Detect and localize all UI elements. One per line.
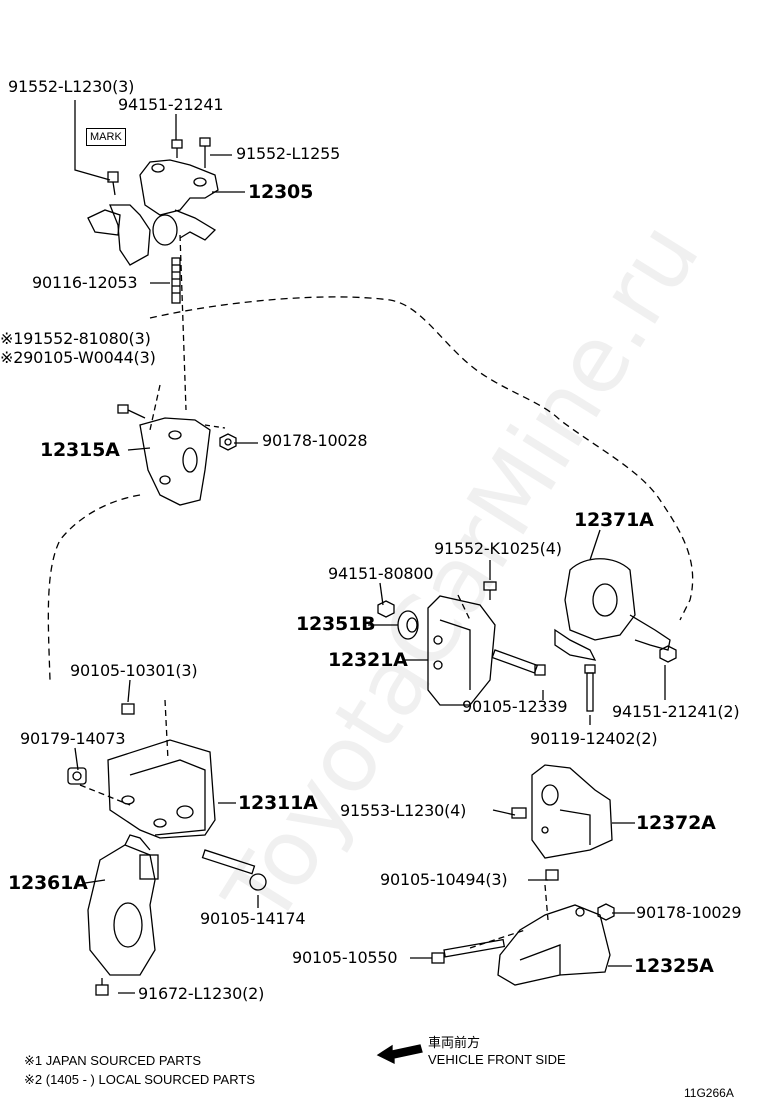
mount-12361A [87, 834, 159, 976]
bolt-top-2 [171, 139, 183, 158]
bolt-91553-L1230 [511, 807, 527, 819]
bracket-12321A [427, 595, 496, 706]
bracket-12372A [531, 764, 613, 859]
direction-en: VEHICLE FRONT SIDE [428, 1052, 566, 1067]
part-91672-L1230[interactable]: 91672-L1230(2) [138, 984, 265, 1003]
bracket-12311A [107, 739, 216, 839]
part-90105-10494[interactable]: 90105-10494(3) [380, 870, 508, 889]
bolt-94151-21241-2 [659, 645, 677, 663]
part-94151-21241[interactable]: 94151-21241 [118, 95, 224, 114]
note-japan-sourced: ※1 JAPAN SOURCED PARTS [24, 1053, 202, 1068]
mount-12371A [554, 558, 671, 661]
part-91552-L1255[interactable]: 91552-L1255 [236, 144, 341, 163]
part-12351B[interactable]: 12351B [296, 613, 376, 635]
part-90178-10028[interactable]: 90178-10028 [262, 431, 368, 450]
part-12371A[interactable]: 12371A [574, 509, 654, 531]
bolt-90105-10550 [431, 938, 506, 964]
bolt-12315 [117, 404, 146, 419]
note-local-sourced: ※2 (1405 - ) LOCAL SOURCED PARTS [24, 1072, 255, 1087]
part-90116-12053[interactable]: 90116-12053 [32, 273, 138, 292]
bolt-91552-K1025 [483, 581, 497, 600]
part-90105-10550[interactable]: 90105-10550 [292, 948, 398, 967]
part-90178-10029[interactable]: 90178-10029 [636, 903, 742, 922]
nut-94151-80800 [377, 600, 395, 618]
diagram-ref-code: 11G266A [684, 1086, 734, 1100]
bolt-90105-14174 [201, 849, 267, 891]
part-12372A[interactable]: 12372A [636, 812, 716, 834]
part-94151-80800[interactable]: 94151-80800 [328, 564, 434, 583]
part-12321A[interactable]: 12321A [328, 649, 408, 671]
nut-90178-10028 [219, 433, 237, 451]
part-91552-L1230[interactable]: 91552-L1230(3) [8, 77, 135, 96]
bolt-top-1 [107, 171, 119, 196]
part-90105-14174[interactable]: 90105-14174 [200, 909, 306, 928]
nut-90178-10029 [597, 903, 615, 921]
part-12361A[interactable]: 12361A [8, 872, 88, 894]
part-12315A[interactable]: 12315A [40, 439, 120, 461]
part-90105-W0044[interactable]: ※290105-W0044(3) [0, 348, 156, 367]
part-12325A[interactable]: 12325A [634, 955, 714, 977]
mount-12305 [87, 159, 219, 266]
engine-outline-left [47, 494, 141, 681]
part-90105-10301[interactable]: 90105-10301(3) [70, 661, 198, 680]
front-arrow-icon [376, 1044, 423, 1065]
bolt-90119 [584, 664, 596, 712]
part-90119-12402[interactable]: 90119-12402(2) [530, 729, 658, 748]
bolt-90105-12339 [491, 649, 546, 676]
bolt-90105-10301 [121, 703, 135, 715]
part-91553-L1230[interactable]: 91553-L1230(4) [340, 801, 467, 820]
bracket-12315A [139, 417, 226, 506]
part-12305[interactable]: 12305 [248, 181, 314, 203]
bracket-12325A [497, 904, 611, 986]
collar-90179-14073 [67, 767, 87, 785]
part-91552-81080[interactable]: ※191552-81080(3) [0, 329, 151, 348]
part-90105-12339[interactable]: 90105-12339 [462, 697, 568, 716]
part-90179-14073[interactable]: 90179-14073 [20, 729, 126, 748]
part-94151-21241-2[interactable]: 94151-21241(2) [612, 702, 740, 721]
part-91552-K1025[interactable]: 91552-K1025(4) [434, 539, 562, 558]
bolt-90105-10494 [545, 869, 559, 881]
bolt-91672-L1230 [95, 978, 109, 996]
mark-label: MARK [86, 128, 126, 146]
bushing-12351B [397, 610, 419, 640]
engine-outline [149, 296, 694, 621]
part-12311A[interactable]: 12311A [238, 792, 318, 814]
direction-jp: 車両前方 [428, 1035, 481, 1050]
stud-90116 [171, 257, 181, 304]
bolt-top-3 [199, 137, 211, 168]
